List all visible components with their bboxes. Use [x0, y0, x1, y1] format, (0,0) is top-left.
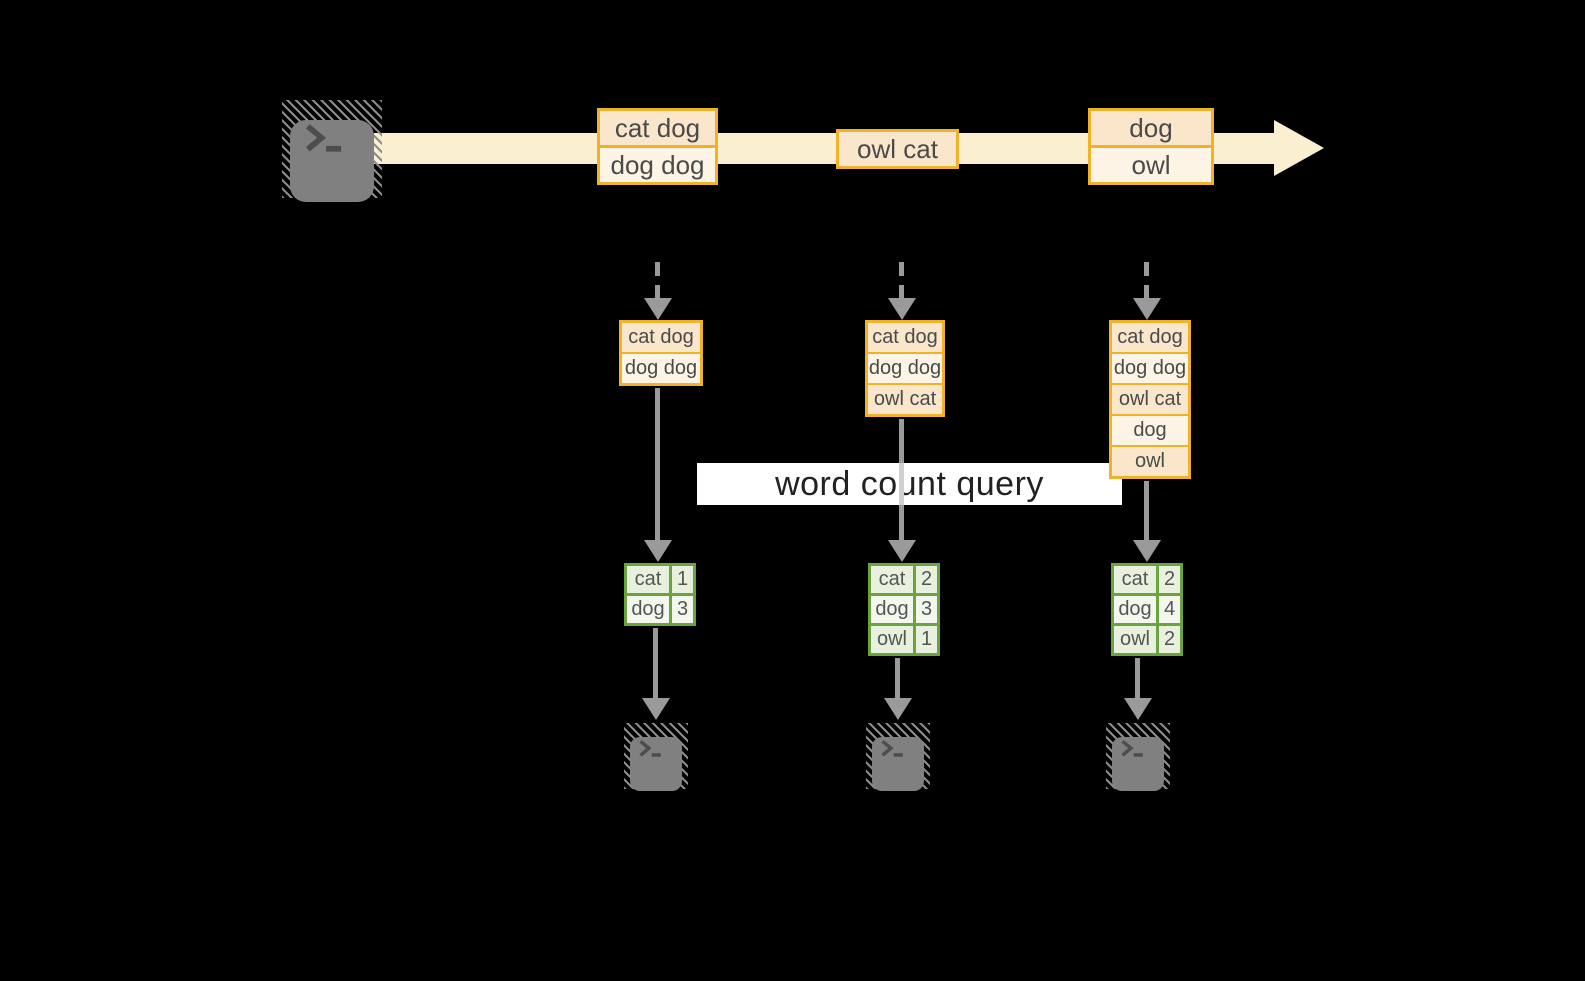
count-value: 3 — [672, 596, 693, 623]
dashed-arrow-3 — [1133, 262, 1161, 320]
arrow-head-icon — [644, 298, 672, 320]
query-arrow-3 — [1133, 481, 1161, 562]
accumulated-record: dog dog — [868, 354, 942, 383]
count-row: owl 1 — [871, 626, 937, 653]
output-arrow-3 — [1124, 658, 1152, 720]
arrow-head-icon — [1124, 698, 1152, 720]
count-row: dog 3 — [627, 596, 693, 623]
event-box-3: dog owl — [1088, 108, 1214, 185]
terminal-body — [290, 120, 374, 202]
stream-arrowhead-icon — [1274, 120, 1324, 176]
accumulated-record: cat dog — [868, 323, 942, 352]
count-word: owl — [1114, 626, 1156, 653]
count-value: 1 — [916, 626, 937, 653]
terminal-body — [1112, 737, 1164, 791]
arrow-stem — [895, 658, 900, 698]
sink-terminal-icon-2 — [866, 723, 930, 791]
accumulated-box-1: cat dog dog dog — [619, 320, 703, 386]
accumulated-record: cat dog — [1112, 323, 1188, 352]
event-record: dog — [1091, 111, 1211, 145]
count-row: owl 2 — [1114, 626, 1180, 653]
accumulated-record: owl — [1112, 447, 1188, 476]
accumulated-record: dog dog — [622, 354, 700, 383]
count-row: dog 3 — [871, 596, 937, 623]
count-row: cat 1 — [627, 566, 693, 593]
event-record: owl cat — [839, 132, 956, 166]
arrow-stem — [655, 262, 660, 300]
count-value: 2 — [916, 566, 937, 593]
arrow-head-icon — [888, 540, 916, 562]
event-record: owl — [1091, 148, 1211, 182]
count-word: owl — [871, 626, 913, 653]
count-value: 4 — [1159, 596, 1180, 623]
accumulated-record: owl cat — [1112, 385, 1188, 414]
terminal-prompt-icon — [881, 739, 903, 757]
count-word: cat — [871, 566, 913, 593]
count-word: dog — [871, 596, 913, 623]
event-box-1: cat dog dog dog — [597, 108, 718, 185]
count-word: cat — [627, 566, 669, 593]
count-row: dog 4 — [1114, 596, 1180, 623]
accumulated-box-3: cat dog dog dog owl cat dog owl — [1109, 320, 1191, 479]
accumulated-box-2: cat dog dog dog owl cat — [865, 320, 945, 417]
arrow-stem — [899, 262, 904, 300]
source-terminal-icon — [282, 100, 382, 202]
terminal-prompt-icon — [639, 739, 661, 757]
arrow-head-icon — [884, 698, 912, 720]
terminal-body — [872, 737, 924, 791]
count-row: cat 2 — [1114, 566, 1180, 593]
count-table-2: cat 2 dog 3 owl 1 — [868, 563, 940, 656]
word-count-query-banner: word count query — [697, 463, 1122, 505]
terminal-prompt-icon — [1121, 739, 1143, 757]
query-arrow-1 — [644, 388, 672, 562]
output-arrow-2 — [884, 658, 912, 720]
arrow-head-icon — [642, 698, 670, 720]
sink-terminal-icon-3 — [1106, 723, 1170, 791]
output-arrow-1 — [642, 628, 670, 720]
arrow-stem — [1135, 658, 1140, 698]
arrow-stem — [1144, 481, 1149, 540]
arrow-crossing-line — [899, 463, 904, 505]
dashed-arrow-1 — [644, 262, 672, 320]
event-record: dog dog — [600, 148, 715, 182]
accumulated-record: owl cat — [868, 385, 942, 414]
accumulated-record: dog — [1112, 416, 1188, 445]
sink-terminal-icon-1 — [624, 723, 688, 791]
arrow-head-icon — [888, 298, 916, 320]
arrow-stem — [653, 628, 658, 698]
count-word: dog — [1114, 596, 1156, 623]
count-value: 2 — [1159, 626, 1180, 653]
dashed-arrow-2 — [888, 262, 916, 320]
accumulated-record: dog dog — [1112, 354, 1188, 383]
event-record: cat dog — [600, 111, 715, 145]
count-table-1: cat 1 dog 3 — [624, 563, 696, 626]
terminal-body — [630, 737, 682, 791]
count-value: 2 — [1159, 566, 1180, 593]
terminal-prompt-icon — [305, 124, 342, 152]
arrow-stem — [655, 388, 660, 540]
count-word: dog — [627, 596, 669, 623]
count-word: cat — [1114, 566, 1156, 593]
count-value: 1 — [672, 566, 693, 593]
count-value: 3 — [916, 596, 937, 623]
arrow-head-icon — [1133, 298, 1161, 320]
event-box-2: owl cat — [836, 129, 959, 169]
count-row: cat 2 — [871, 566, 937, 593]
accumulated-record: cat dog — [622, 323, 700, 352]
arrow-stem — [1144, 262, 1149, 300]
count-table-3: cat 2 dog 4 owl 2 — [1111, 563, 1183, 656]
arrow-head-icon — [644, 540, 672, 562]
arrow-head-icon — [1133, 540, 1161, 562]
